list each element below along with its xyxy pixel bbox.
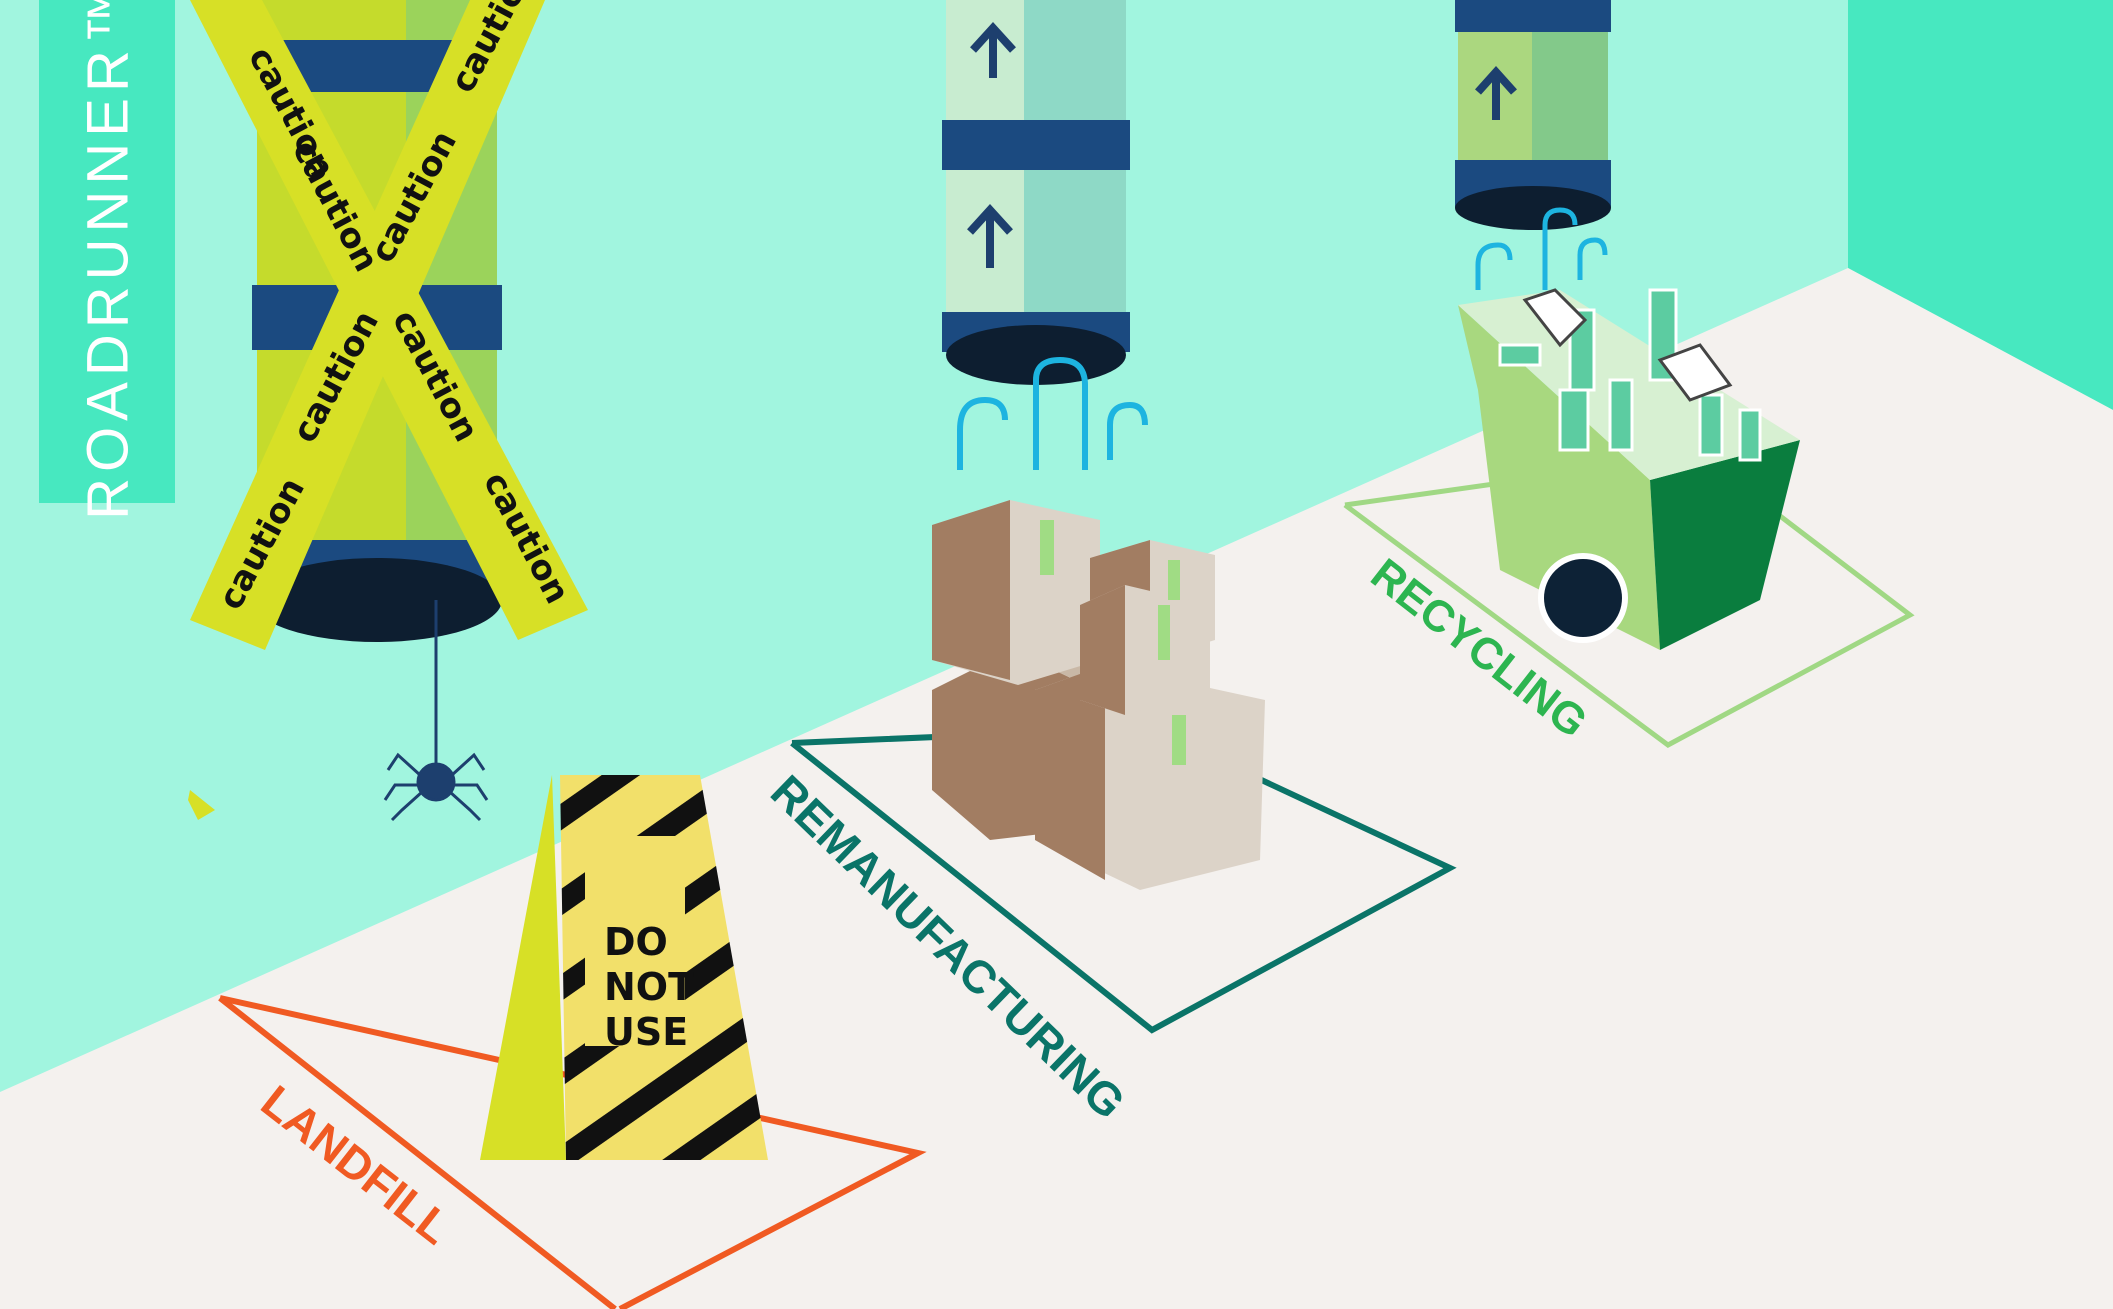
sign-line-3: USE [604,1010,688,1054]
sign-line-2: NOT [604,965,694,1009]
sign-line-1: DO [604,920,668,964]
brand-logo: ROADRUNNER™ [75,0,141,520]
wheel-icon [1538,553,1628,643]
bottles-icon [1498,288,1762,462]
airflow-icon [1475,207,1608,290]
brand-panel [39,0,175,503]
up-arrow-icon [1475,66,1517,120]
spider-icon [383,600,489,822]
up-arrow-icon [967,22,1016,268]
side-wall [1848,0,2113,410]
landfill-zone-outline [219,995,927,1309]
recycling-bin [1458,288,1800,650]
cardboard-boxes [932,500,1265,890]
do-not-use-sign: DO NOT USE [480,775,768,1160]
remanufacturing-chute [942,0,1130,385]
bag-icon [1522,288,1733,402]
airflow-icon [957,356,1148,470]
recycling-chute [1455,0,1611,230]
